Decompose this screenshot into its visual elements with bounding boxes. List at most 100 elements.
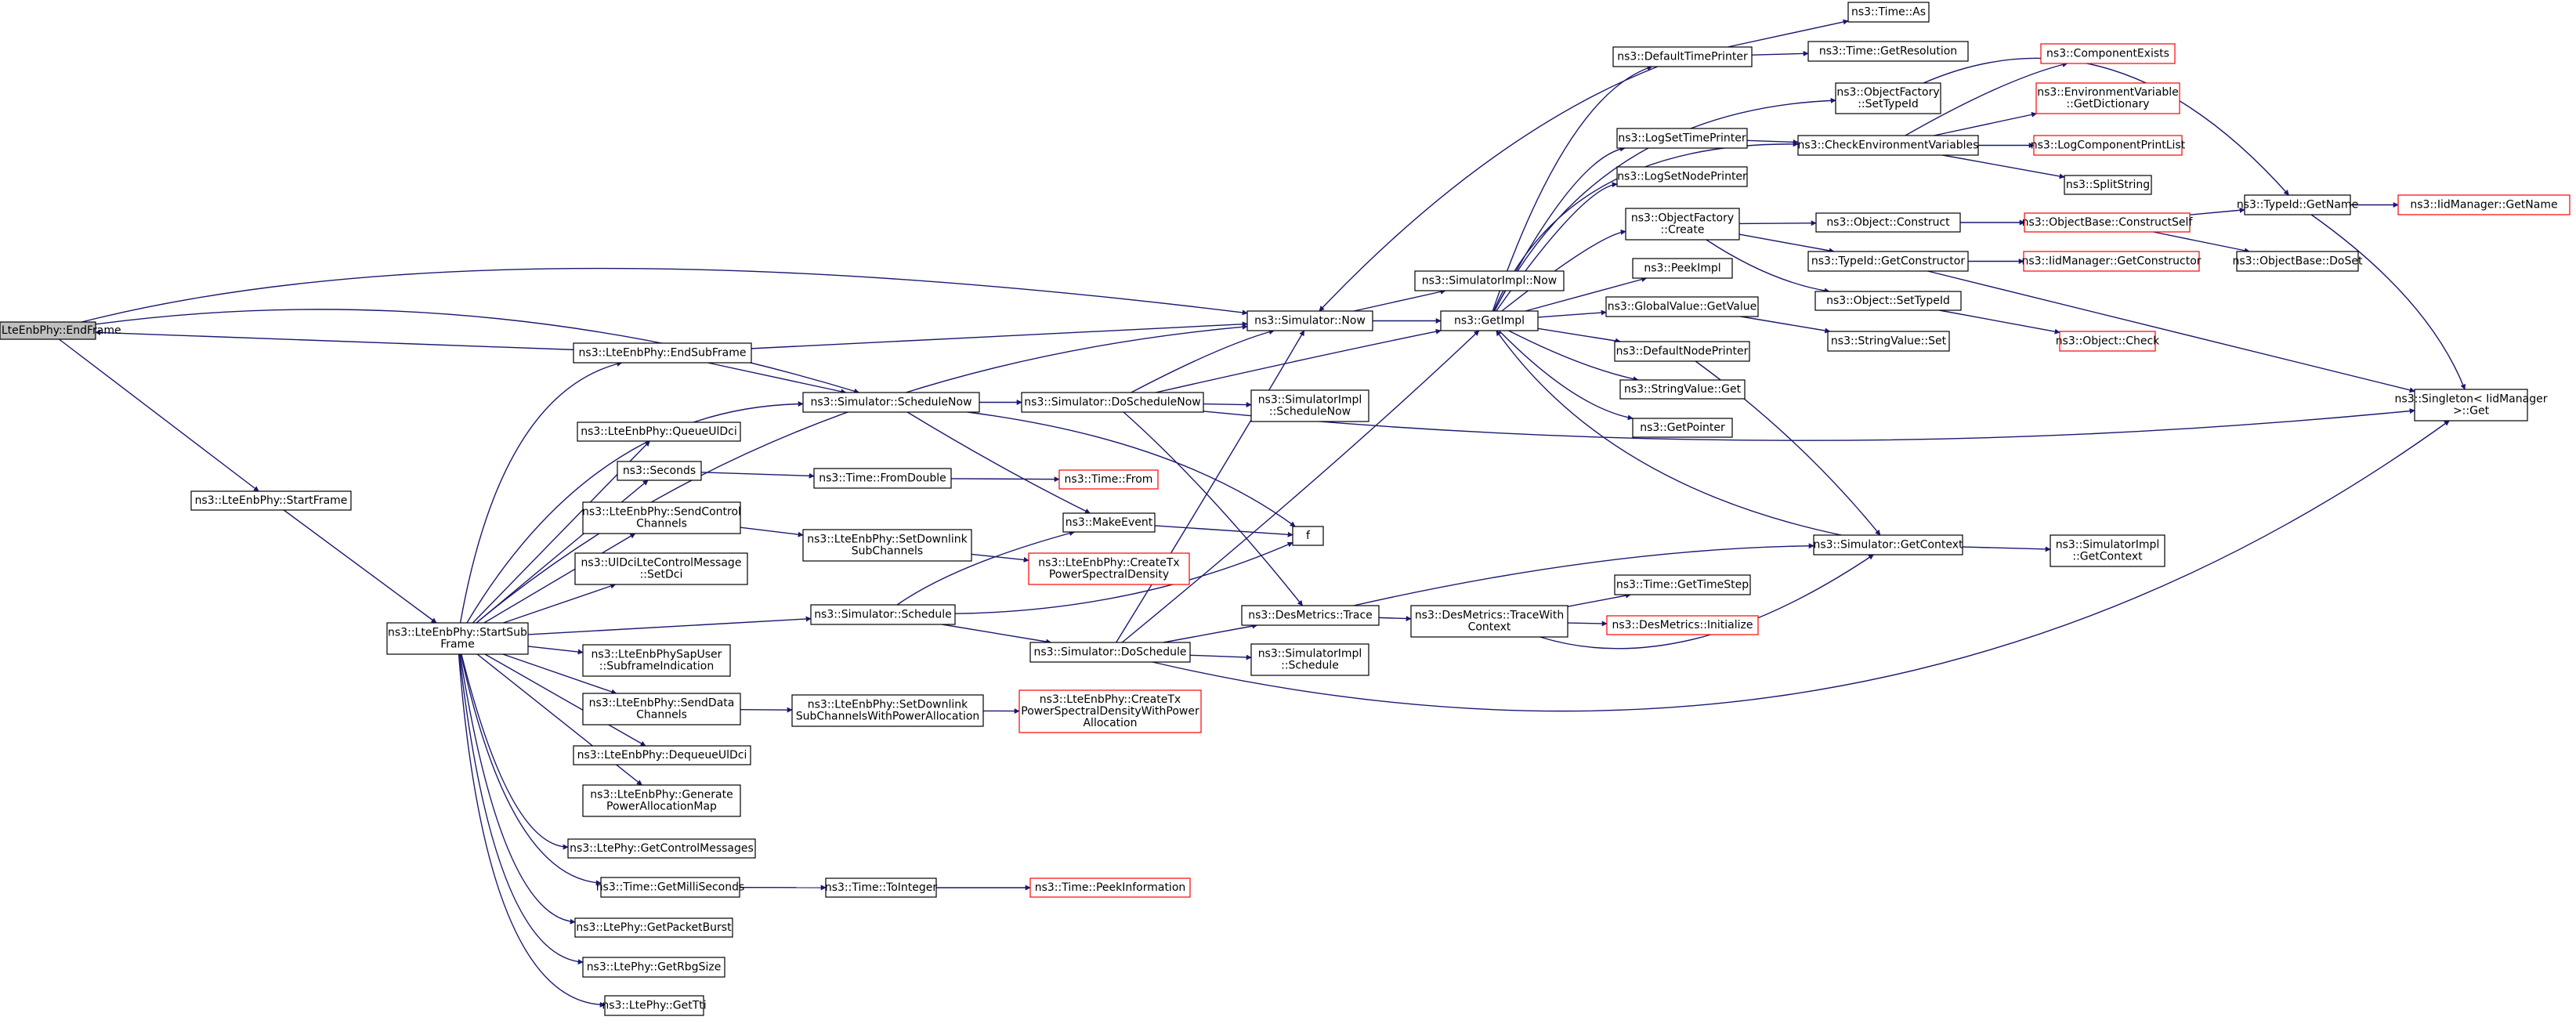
node-timegetres[interactable]: ns3::Time::GetResolution <box>1807 41 1969 62</box>
node-box[interactable] <box>802 392 980 413</box>
node-getms[interactable]: ns3::Time::GetMilliSeconds <box>596 877 745 898</box>
node-box[interactable] <box>2023 251 2200 272</box>
node-box[interactable] <box>2050 534 2165 567</box>
node-box[interactable] <box>1241 605 1380 626</box>
node-getpointer[interactable]: ns3::GetPointer <box>1632 418 1733 438</box>
node-gvgetvalue[interactable]: ns3::GlobalValue::GetValue <box>1605 296 1759 317</box>
node-box[interactable] <box>802 529 972 562</box>
node-box[interactable] <box>1062 512 1156 533</box>
node-timeas[interactable]: ns3::Time::As <box>1847 2 1930 23</box>
node-dosched[interactable]: ns3::Simulator::DoSchedule <box>1029 642 1191 663</box>
node-objfactsettype[interactable]: ns3::ObjectFactory::SetTypeId <box>1835 82 1941 114</box>
node-box[interactable] <box>1614 341 1750 362</box>
node-splitstr[interactable]: ns3::SplitString <box>2064 175 2152 195</box>
node-simgetctx[interactable]: ns3::Simulator::GetContext <box>1813 534 1963 555</box>
node-box[interactable] <box>2064 175 2152 195</box>
node-box[interactable] <box>582 644 731 677</box>
node-deftimeprinter[interactable]: ns3::DefaultTimePrinter <box>1612 46 1753 67</box>
node-box[interactable] <box>1827 331 1950 352</box>
node-makeevent[interactable]: ns3::MakeEvent <box>1062 512 1156 533</box>
node-typeidgetctor[interactable]: ns3::TypeId::GetConstructor <box>1807 251 1969 272</box>
node-checkenv[interactable]: ns3::CheckEnvironmentVariables <box>1797 135 1979 156</box>
node-objfactcreate[interactable]: ns3::ObjectFactory::Create <box>1625 208 1740 241</box>
node-box[interactable] <box>1410 605 1568 638</box>
node-strvalget[interactable]: ns3::StringValue::Get <box>1619 379 1746 400</box>
node-box[interactable] <box>1619 379 1746 400</box>
node-getimpl[interactable]: ns3::GetImpl <box>1440 310 1539 331</box>
node-iidgetname[interactable]: ns3::IidManager::GetName <box>2397 194 2571 215</box>
node-objbaseconstruct[interactable]: ns3::ObjectBase::ConstructSelf <box>2022 212 2194 233</box>
node-peekimpl[interactable]: ns3::PeekImpl <box>1632 258 1733 279</box>
node-box[interactable] <box>577 422 741 442</box>
node-endsub[interactable]: ns3::LteEnbPhy::EndSubFrame <box>573 342 752 364</box>
node-box[interactable] <box>1246 310 1373 331</box>
node-fromdouble[interactable]: ns3::Time::FromDouble <box>813 468 952 489</box>
node-logsetnode[interactable]: ns3::LogSetNodePrinter <box>1616 166 1748 187</box>
node-box[interactable] <box>1815 212 1961 233</box>
node-box[interactable] <box>2024 212 2191 233</box>
node-box[interactable] <box>573 342 752 364</box>
node-box[interactable] <box>1835 82 1941 114</box>
node-strvalset[interactable]: ns3::StringValue::Set <box>1827 331 1950 352</box>
node-f[interactable]: f <box>1292 526 1324 546</box>
node-box[interactable] <box>1616 128 1748 149</box>
node-box[interactable] <box>1292 526 1324 546</box>
node-box[interactable] <box>1614 574 1751 595</box>
node-box[interactable] <box>1814 291 1962 311</box>
node-box[interactable] <box>1612 46 1753 67</box>
node-box[interactable] <box>1018 689 1202 733</box>
node-box[interactable] <box>1807 41 1969 62</box>
node-defnodeprinter[interactable]: ns3::DefaultNodePrinter <box>1614 341 1750 362</box>
node-box[interactable] <box>582 501 741 534</box>
node-sapuser[interactable]: ns3::LteEnbPhySapUser::SubframeIndicatio… <box>582 644 731 677</box>
node-setdlpa[interactable]: ns3::LteEnbPhy::SetDownlinkSubChannelsWi… <box>791 694 984 727</box>
node-envgetdict[interactable]: ns3::EnvironmentVariable::GetDictionary <box>2035 82 2180 114</box>
node-iidgetctor[interactable]: ns3::IidManager::GetConstructor <box>2021 251 2202 272</box>
node-box[interactable] <box>1632 418 1733 438</box>
node-box[interactable] <box>813 468 952 489</box>
node-dequeue[interactable]: ns3::LteEnbPhy::DequeueUlDci <box>573 745 751 765</box>
node-typeidgetname[interactable]: ns3::TypeId::GetName <box>2237 194 2358 215</box>
node-genpower[interactable]: ns3::LteEnbPhy::GeneratePowerAllocationM… <box>582 784 741 817</box>
node-box[interactable] <box>1021 392 1204 413</box>
node-box[interactable] <box>2244 194 2351 215</box>
node-gettti[interactable]: ns3::LtePhy::GetTti <box>602 995 707 1016</box>
node-box[interactable] <box>190 490 352 511</box>
node-box[interactable] <box>2033 135 2183 156</box>
node-box[interactable] <box>582 957 725 978</box>
node-box[interactable] <box>1797 135 1979 156</box>
node-startframe[interactable]: ns3::LteEnbPhy::StartFrame <box>190 490 352 511</box>
node-box[interactable] <box>2035 82 2180 114</box>
node-objsettype[interactable]: ns3::Object::SetTypeId <box>1814 291 1962 311</box>
node-logcompprint[interactable]: ns3::LogComponentPrintList <box>2031 135 2186 156</box>
node-toint[interactable]: ns3::Time::ToInteger <box>825 877 938 898</box>
node-box[interactable] <box>1028 552 1190 585</box>
node-getrbg[interactable]: ns3::LtePhy::GetRbgSize <box>582 957 725 978</box>
node-objcheck[interactable]: ns3::Object::Check <box>2056 331 2160 352</box>
node-endframe[interactable]: ns3::LteEnbPhy::EndFrame <box>0 321 121 340</box>
node-createtxpa[interactable]: ns3::LteEnbPhy::CreateTxPowerSpectralDen… <box>1018 689 1202 733</box>
node-compexists[interactable]: ns3::ComponentExists <box>2040 43 2176 64</box>
node-box[interactable] <box>600 877 740 898</box>
node-box[interactable] <box>791 694 984 727</box>
node-box[interactable] <box>1807 251 1969 272</box>
node-box[interactable] <box>617 461 702 481</box>
node-destrace[interactable]: ns3::DesMetrics::Trace <box>1241 605 1380 626</box>
node-box[interactable] <box>1616 166 1748 187</box>
node-objbasedoset[interactable]: ns3::ObjectBase::DoSet <box>2233 251 2363 272</box>
node-timegetstep[interactable]: ns3::Time::GetTimeStep <box>1614 574 1751 595</box>
node-simimplsn[interactable]: ns3::SimulatorImpl::ScheduleNow <box>1250 389 1369 422</box>
node-getpkt[interactable]: ns3::LtePhy::GetPacketBurst <box>574 917 733 938</box>
node-box[interactable] <box>2059 331 2156 352</box>
node-seconds[interactable]: ns3::Seconds <box>617 461 702 481</box>
node-queueul[interactable]: ns3::LteEnbPhy::QueueUlDci <box>577 422 741 442</box>
node-simimplnow[interactable]: ns3::SimulatorImpl::Now <box>1414 270 1565 291</box>
node-box[interactable] <box>0 321 96 340</box>
node-objconstruct[interactable]: ns3::Object::Construct <box>1815 212 1961 233</box>
node-getctrl[interactable]: ns3::LtePhy::GetControlMessages <box>567 838 756 859</box>
node-box[interactable] <box>567 838 756 859</box>
